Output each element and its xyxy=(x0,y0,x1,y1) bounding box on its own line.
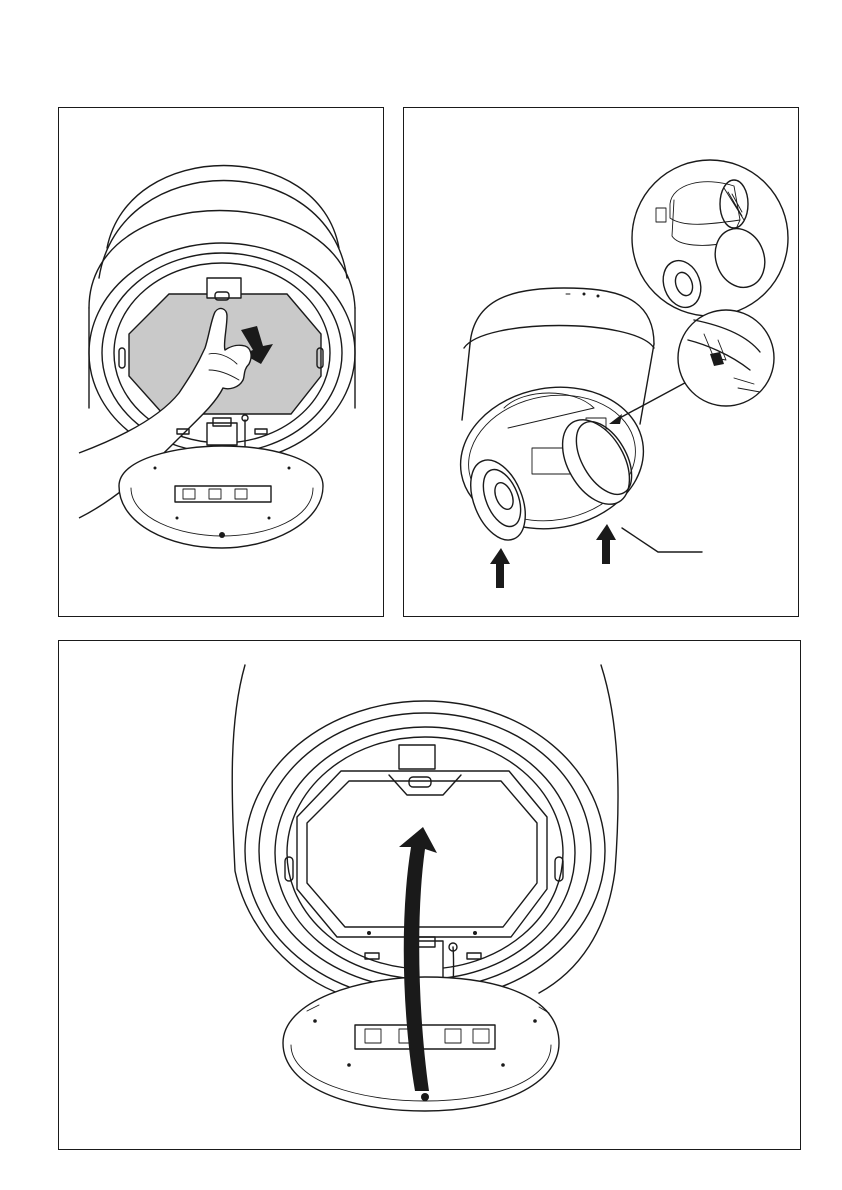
panel-close-filter-panel xyxy=(58,640,801,1150)
panel-remove-grease-filter xyxy=(58,107,384,617)
illustration-insert-charcoal-filters xyxy=(404,108,799,617)
filter-detail-callout xyxy=(632,160,788,316)
up-arrow-icon xyxy=(596,524,616,564)
illustration-close-filter-panel xyxy=(59,641,801,1150)
illustration-remove-grease-filter xyxy=(59,108,384,617)
panel-insert-charcoal-filters xyxy=(403,107,799,617)
up-arrow-icon xyxy=(490,548,510,588)
